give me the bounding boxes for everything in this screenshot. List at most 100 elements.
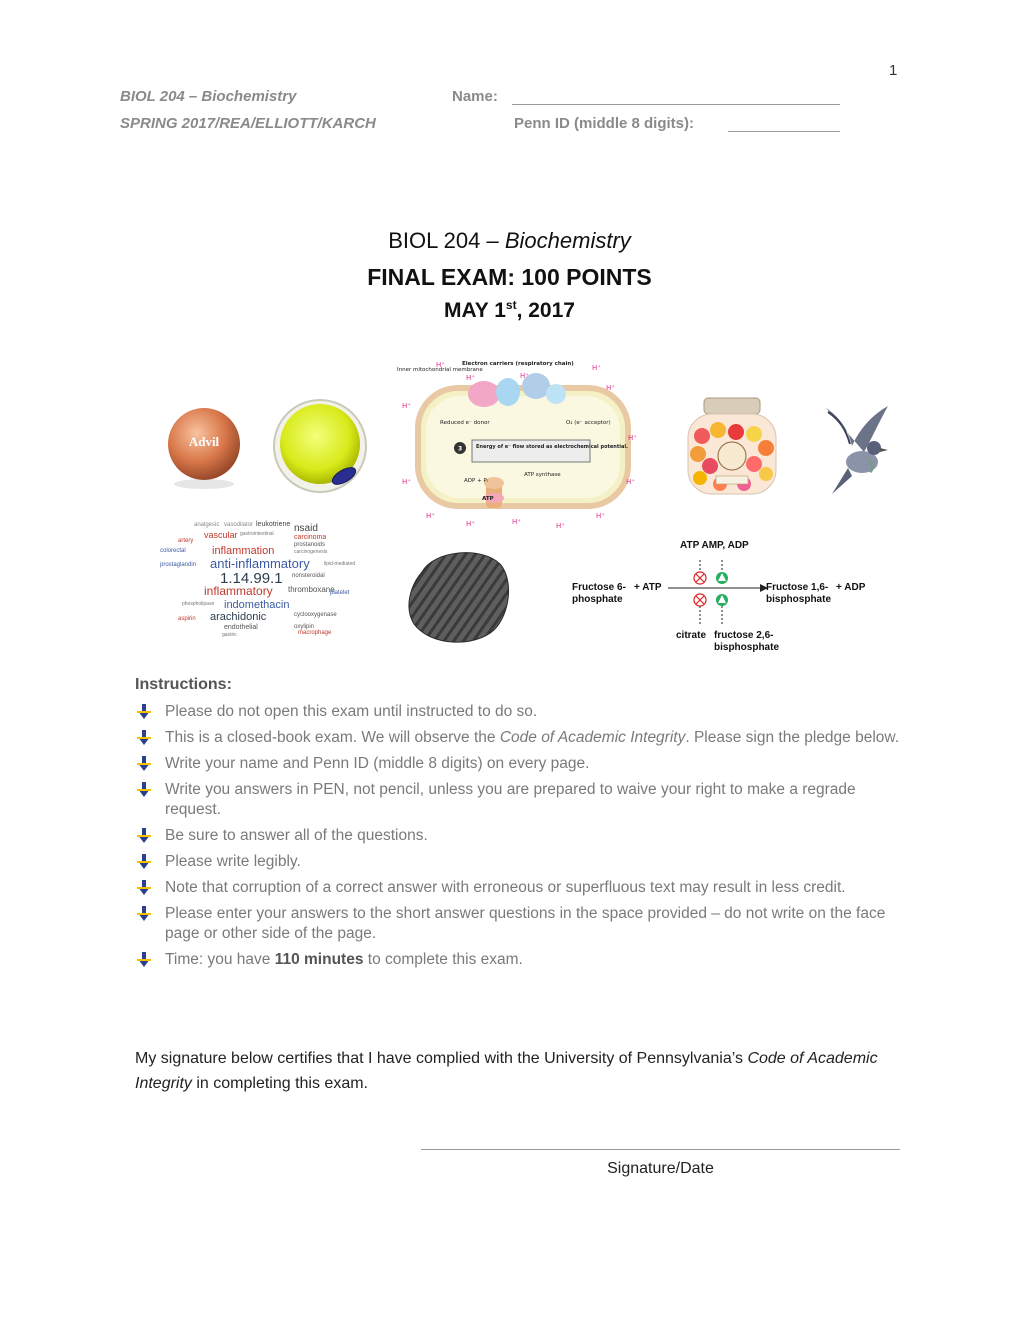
atp-label: ATP bbox=[482, 496, 494, 502]
instruction-item: Please write legibly. bbox=[135, 852, 905, 872]
word: 1.14.99.1 bbox=[220, 570, 283, 587]
instruction-item: Note that corruption of a correct answer… bbox=[135, 878, 905, 898]
arrow-bullet-icon bbox=[137, 828, 151, 843]
signature-label: Signature/Date bbox=[607, 1160, 714, 1177]
arrow-bullet-icon bbox=[137, 854, 151, 869]
instruction-text: Note that corruption of a correct answer… bbox=[165, 879, 846, 896]
instruction-text: Please do not open this exam until instr… bbox=[165, 703, 538, 720]
nsaid-word-cloud: analgesic vasodilator leukotriene nsaid … bbox=[160, 516, 368, 648]
word: gastric bbox=[222, 632, 237, 638]
code-of-integrity-emphasis: Code of Academic Integrity bbox=[499, 729, 686, 746]
instruction-text: Be sure to answer all of the questions. bbox=[165, 827, 428, 844]
instruction-text: Time: you have 110 minutes to complete t… bbox=[165, 951, 523, 968]
word: artery bbox=[178, 538, 194, 544]
pfk-plus-atp: + ATP bbox=[634, 582, 662, 593]
pfk-effectors-top: ATP AMP, ADP bbox=[680, 540, 749, 551]
advil-text: Advil bbox=[188, 434, 220, 449]
instruction-item: Write you answers in PEN, not pencil, un… bbox=[135, 780, 905, 820]
date-ordinal: st bbox=[505, 298, 517, 312]
reduced-donor-label: Reduced e⁻ donor bbox=[440, 420, 490, 426]
h-ion-label: H⁺ bbox=[466, 374, 475, 382]
exam-title: FINAL EXAM: 100 POINTS bbox=[367, 264, 652, 290]
pfk-substrate: Fructose 6-phosphate bbox=[572, 582, 626, 605]
h-ion-label: H⁺ bbox=[628, 434, 637, 442]
word: vascular bbox=[204, 530, 238, 540]
date-year: , 2017 bbox=[516, 299, 575, 322]
name-label: Name: bbox=[452, 88, 498, 105]
certification-text: My signature below certifies that I have… bbox=[135, 1050, 748, 1067]
instruction-text-part: . Please sign the pledge below. bbox=[685, 729, 900, 746]
adp-pi-label: ADP + Pᵢ bbox=[464, 478, 488, 484]
protein-structure-image bbox=[404, 542, 514, 650]
exam-course-title: BIOL 204 – Biochemistry bbox=[0, 228, 1019, 254]
instruction-text: Write your name and Penn ID (middle 8 di… bbox=[165, 755, 590, 772]
acceptor-label: O₂ (e⁻ acceptor) bbox=[566, 420, 611, 426]
arrow-bullet-icon bbox=[137, 782, 151, 797]
word: carcinogenesis bbox=[294, 549, 328, 555]
instructions-list: Please do not open this exam until instr… bbox=[135, 702, 905, 976]
instruction-text: Please enter your answers to the short a… bbox=[165, 905, 886, 942]
signature-line[interactable] bbox=[421, 1149, 900, 1150]
arrow-bullet-icon bbox=[137, 880, 151, 895]
word: prostanoids bbox=[294, 542, 326, 548]
word: colorectal bbox=[160, 548, 186, 554]
energy-text: Energy of e⁻ flow stored as electrochemi… bbox=[476, 444, 628, 450]
arrow-bullet-icon bbox=[137, 756, 151, 771]
word: phospholipase bbox=[182, 601, 215, 607]
pigeon-image bbox=[818, 398, 894, 498]
instruction-item: Be sure to answer all of the questions. bbox=[135, 826, 905, 846]
arrow-bullet-icon bbox=[137, 704, 151, 719]
h-ion-label: H⁺ bbox=[402, 402, 411, 410]
instruction-text: Write you answers in PEN, not pencil, un… bbox=[165, 781, 856, 818]
h-ion-label: H⁺ bbox=[436, 361, 445, 369]
instructions-heading: Instructions: bbox=[135, 676, 232, 693]
word: lipid-mediated bbox=[324, 561, 356, 567]
word: prostaglandin bbox=[160, 562, 197, 568]
word: gastrointestinal bbox=[240, 531, 274, 537]
pennid-field-line[interactable] bbox=[728, 131, 840, 132]
word: cyclooxygenase bbox=[294, 612, 337, 618]
word: vasodilator bbox=[224, 522, 254, 528]
pennid-label: Penn ID (middle 8 digits): bbox=[514, 115, 695, 132]
certification-text-end: in completing this exam. bbox=[191, 1075, 368, 1092]
h-ion-label: H⁺ bbox=[466, 520, 475, 528]
electron-transport-chain-figure: H⁺ H⁺ H⁺ H⁺ H⁺ H⁺ H⁺ H⁺ H⁺ H⁺ H⁺ H⁺ H⁺ H… bbox=[396, 356, 640, 532]
h-ion-label: H⁺ bbox=[626, 478, 635, 486]
pfk-citrate: citrate bbox=[676, 630, 707, 641]
word: nsaid bbox=[294, 523, 318, 534]
h-ion-label: H⁺ bbox=[556, 522, 565, 530]
word: leukotriene bbox=[256, 521, 291, 528]
course-name: Biochemistry bbox=[504, 228, 631, 253]
word: arachidonic bbox=[210, 611, 267, 623]
h-ion-label: H⁺ bbox=[520, 372, 529, 380]
instruction-text-part: Time: you have bbox=[165, 951, 275, 968]
instruction-item: Please enter your answers to the short a… bbox=[135, 904, 905, 944]
time-limit-bold: 110 minutes bbox=[274, 951, 364, 968]
instruction-text-part: to complete this exam. bbox=[363, 951, 523, 968]
pfk-arrow-and-effectors bbox=[668, 560, 768, 624]
instruction-text: Please write legibly. bbox=[165, 853, 301, 870]
page-number: 1 bbox=[889, 62, 898, 79]
instruction-item: Write your name and Penn ID (middle 8 di… bbox=[135, 754, 905, 774]
name-field-line[interactable] bbox=[512, 104, 840, 105]
advil-pill-image: Advil bbox=[166, 396, 242, 492]
fat-cell-image bbox=[272, 396, 368, 496]
word: inflammatory bbox=[204, 584, 273, 598]
candy-jar-image bbox=[680, 394, 784, 498]
membrane-label: Inner mitochondrial membrane bbox=[397, 367, 483, 373]
instruction-item: Please do not open this exam until instr… bbox=[135, 702, 905, 722]
course-code: BIOL 204 – bbox=[388, 228, 505, 253]
word: nonsteroidal bbox=[292, 573, 325, 579]
etc-title: Electron carriers (respiratory chain) bbox=[462, 361, 574, 367]
pfk-plus-adp: + ADP bbox=[836, 582, 866, 593]
h-ion-label: H⁺ bbox=[426, 512, 435, 520]
atp-synthase-label: ATP synthase bbox=[524, 472, 561, 478]
arrow-bullet-icon bbox=[137, 952, 151, 967]
word: inflammation bbox=[212, 545, 275, 557]
exam-date: MAY 1st, 2017 bbox=[0, 298, 1019, 323]
pfk-f26bp: fructose 2,6-bisphosphate bbox=[714, 630, 780, 653]
word: anti-inflammatory bbox=[210, 556, 310, 571]
word: macrophage bbox=[298, 630, 332, 636]
pfk-regulation-diagram: ATP AMP, ADP Fructose 6-phosphate + ATP … bbox=[568, 536, 888, 660]
h-ion-label: H⁺ bbox=[596, 512, 605, 520]
